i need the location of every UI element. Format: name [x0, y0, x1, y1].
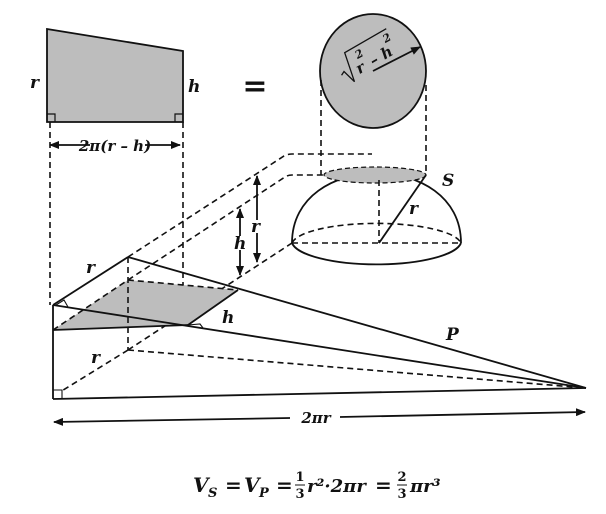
formula-frac2-den: 3: [397, 487, 406, 502]
formula-vp-sub: P: [258, 486, 270, 501]
base-arrow-right: [339, 408, 586, 418]
h-arrow-label: h: [234, 234, 246, 254]
formula-term1: r²·2πr: [307, 476, 367, 497]
formula-vs: V: [193, 473, 211, 497]
pyramid: [52, 256, 587, 400]
trapezoid-right-label: h: [188, 77, 200, 97]
formula-frac1-den: 3: [295, 487, 304, 502]
sphere-radius-label: r: [409, 199, 419, 219]
prism-h-label: h: [222, 308, 234, 328]
formula-frac2-num: 2: [397, 470, 406, 485]
guide-line-bottom: [127, 242, 293, 351]
square-root-icon: [341, 28, 387, 83]
formula-frac1-num: 1: [295, 470, 304, 485]
formula-eq1: =: [225, 473, 242, 497]
volume-formula: V S = V P = 1 3 r²·2πr = 2 3 πr³: [193, 470, 441, 502]
r-arrow-label: r: [251, 217, 261, 237]
trapezoid-width-label: 2π(r – h): [78, 137, 151, 155]
formula-eq2: =: [276, 473, 293, 497]
base-length-label: 2πr: [300, 409, 331, 427]
circle-radius-arrow: [372, 46, 421, 72]
trapezoid-left-label: r: [30, 73, 40, 93]
prism-bottom-r-label: r: [91, 348, 101, 368]
formula-vp: V: [244, 473, 262, 497]
formula-eq3: =: [375, 473, 392, 497]
hemisphere-cap: [291, 166, 462, 266]
pyramid-label: P: [445, 325, 460, 345]
guide-line-middle: [127, 174, 324, 281]
base-arrow-left: [53, 417, 291, 426]
formula-vs-sub: S: [208, 486, 217, 501]
equals-sign: =: [242, 69, 267, 104]
guide-line-top: [127, 153, 372, 258]
prism-top-r-label: r: [86, 258, 96, 278]
shaded-trapezoid: [46, 27, 184, 123]
formula-term2: πr³: [409, 476, 441, 497]
sphere-label: S: [442, 171, 454, 191]
